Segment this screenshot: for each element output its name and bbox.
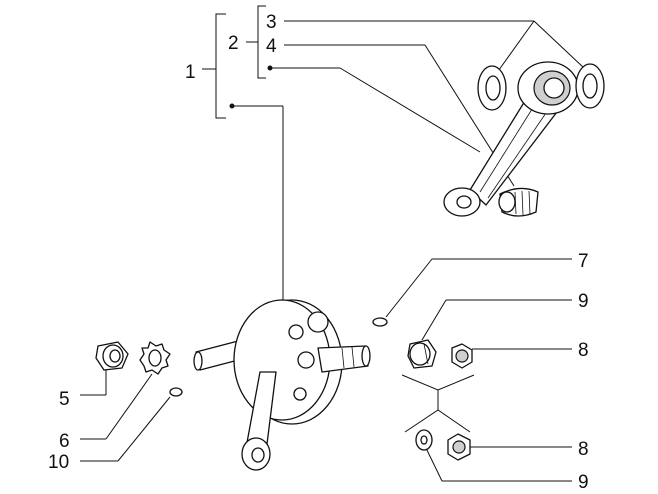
callout-4: 4 — [266, 36, 277, 57]
callout-6: 6 — [59, 431, 70, 452]
lock-washer-6 — [139, 341, 171, 375]
callout-3: 3 — [266, 12, 277, 33]
needle-bearing — [498, 187, 539, 217]
callout-5: 5 — [59, 389, 70, 410]
nut-8-top — [451, 343, 473, 369]
thrust-washer-left — [477, 65, 507, 111]
callout-10: 10 — [48, 452, 69, 473]
bracket-1 — [202, 13, 235, 119]
key-10 — [169, 387, 183, 397]
callout-8-top: 8 — [578, 340, 589, 361]
callout-1: 1 — [185, 62, 196, 83]
key-7 — [372, 317, 388, 327]
nut-8-bottom — [447, 433, 471, 461]
nut-5 — [95, 341, 129, 371]
callout-2: 2 — [228, 33, 239, 54]
callout-7: 7 — [578, 251, 589, 272]
connecting-rod-assembly — [443, 61, 579, 217]
callout-8-bottom: 8 — [578, 439, 589, 460]
nut-9-top — [407, 339, 437, 369]
callout-9-bottom: 9 — [578, 472, 589, 493]
leader-lines — [80, 20, 585, 482]
crankshaft — [193, 299, 371, 471]
thrust-washer-right — [575, 63, 605, 109]
washer-9-bottom — [415, 429, 433, 451]
callout-9-top: 9 — [578, 291, 589, 312]
